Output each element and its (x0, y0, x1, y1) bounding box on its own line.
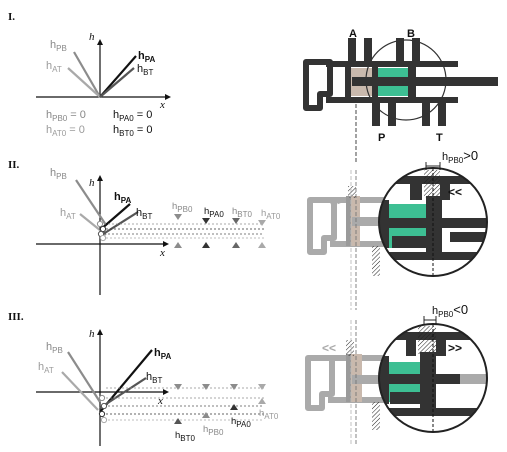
x-axis-label: x (159, 99, 165, 111)
label-h-pa: hPA (154, 347, 171, 361)
condition-h-pb0: hPB0 = 0 (46, 109, 86, 123)
h-pb-line (67, 351, 101, 403)
row-three: III. h x hPB hAT hPA hBT (8, 302, 488, 446)
offset-label-h-at0: hAT0 (259, 408, 279, 421)
label-h-at: hAT (38, 361, 54, 375)
offset-point (96, 220, 104, 228)
valve-section-row-two: >> (307, 170, 392, 310)
label-h-bt: hBT (137, 63, 153, 77)
valve-section-row-three: << (305, 320, 394, 444)
h-pa-line (99, 203, 131, 231)
h-at-line (61, 371, 99, 411)
h-bt-line (99, 377, 147, 409)
h-axis-label: h (89, 177, 95, 189)
label-h-bt: hBT (146, 371, 162, 385)
zoom-detail-row-two: << hPB0>0 (378, 148, 488, 277)
row-number: II. (8, 159, 20, 171)
overlap-label: hPB0<0 (432, 302, 468, 319)
offset-label-h-bt0: hBT0 (232, 206, 253, 219)
offset-point (98, 394, 106, 402)
row-number: I. (8, 11, 15, 23)
row-two: II. h x hPB hAT hPA hBT hPB0 (8, 148, 488, 310)
svg-text:>>: >> (448, 341, 462, 355)
row-one: I. h x hPB hAT hPA hBT hPB0 = 0 hAT0 = 0… (8, 11, 498, 162)
h-pb-line (73, 51, 101, 98)
label-h-pa: hPA (138, 50, 155, 64)
offset-markers (174, 384, 266, 424)
offset-point (99, 225, 107, 233)
offset-point (98, 410, 106, 418)
h-bt-line (99, 67, 135, 98)
offset-label-h-pb0: hPB0 (172, 201, 193, 214)
overlap-label: hPB0>0 (442, 148, 478, 165)
port-b-label: B (407, 28, 415, 40)
zoom-detail-row-three: >> hPB0<0 (378, 302, 488, 433)
h-axis-label: h (89, 328, 95, 340)
offset-label-h-pa0: hPA0 (204, 206, 224, 219)
svg-text:<<: << (448, 185, 462, 199)
label-h-at: hAT (46, 60, 62, 74)
port-p-label: P (378, 132, 385, 144)
h-at-line (67, 67, 101, 98)
x-axis-label: x (157, 395, 163, 407)
valve-section-row-one: A B P T (303, 28, 498, 162)
condition-h-bt0: hBT0 = 0 (113, 124, 152, 138)
offset-point (100, 402, 108, 410)
offset-label-h-pa0: hPA0 (231, 416, 251, 429)
svg-text:<<: << (322, 341, 336, 355)
offset-markers (174, 214, 266, 248)
label-h-bt: hBT (136, 207, 152, 221)
condition-h-at0: hAT0 = 0 (46, 124, 85, 138)
h-pa-line (99, 55, 137, 98)
offset-label-h-at0: hAT0 (261, 208, 281, 221)
svg-text:>>: >> (330, 194, 344, 208)
row-number: III. (8, 311, 24, 323)
label-h-pa: hPA (114, 191, 131, 205)
offset-label-h-bt0: hBT0 (175, 430, 196, 443)
offset-point (99, 234, 107, 242)
label-h-pb: hPB (50, 39, 67, 53)
label-h-pb: hPB (46, 341, 63, 355)
port-a-label: A (349, 28, 357, 40)
port-t-label: T (436, 132, 443, 144)
condition-h-pa0: hPA0 = 0 (113, 109, 152, 123)
h-pb-line (75, 179, 107, 226)
h-bt-line (99, 211, 139, 237)
h-axis-label: h (89, 31, 95, 43)
offset-label-h-pb0: hPB0 (203, 424, 224, 437)
label-h-at: hAT (60, 207, 76, 221)
label-h-pb: hPB (50, 167, 67, 181)
offset-point (100, 416, 108, 424)
x-axis-label: x (159, 247, 165, 259)
